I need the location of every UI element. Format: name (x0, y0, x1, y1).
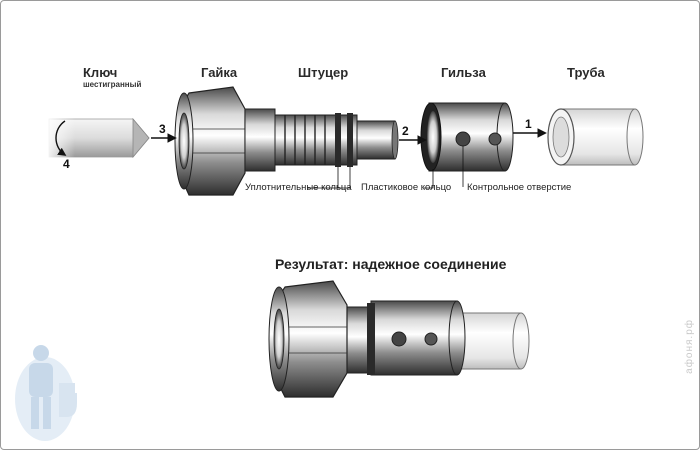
key-label: Ключ (83, 65, 118, 80)
nut-label: Гайка (201, 65, 238, 80)
watermark: афоня.рф (684, 319, 695, 374)
step-2-label: 2 (402, 124, 409, 138)
sealing-rings-callout: Уплотнительные кольца (245, 182, 352, 193)
pipe-label: Труба (567, 65, 605, 80)
result-title: Результат: надежное соединение (275, 256, 507, 272)
step-1-label: 1 (525, 117, 532, 131)
pipe (547, 108, 644, 166)
callout-leaders (307, 146, 464, 189)
assembled-connection (268, 280, 530, 398)
sleeve (420, 102, 514, 172)
step-4-label: 4 (63, 157, 70, 171)
hex-key (45, 116, 150, 160)
nut (174, 86, 246, 196)
control-hole-callout: Контрольное отверстие (467, 182, 572, 193)
plastic-ring-callout: Пластиковое кольцо (361, 182, 452, 193)
step-3-label: 3 (159, 122, 166, 136)
sleeve-label: Гильза (441, 65, 486, 80)
fitting-label: Штуцер (298, 65, 349, 80)
fitting (244, 108, 399, 172)
plumber-mascot-logo (15, 345, 77, 441)
key-sublabel: шестигранный (83, 80, 142, 89)
